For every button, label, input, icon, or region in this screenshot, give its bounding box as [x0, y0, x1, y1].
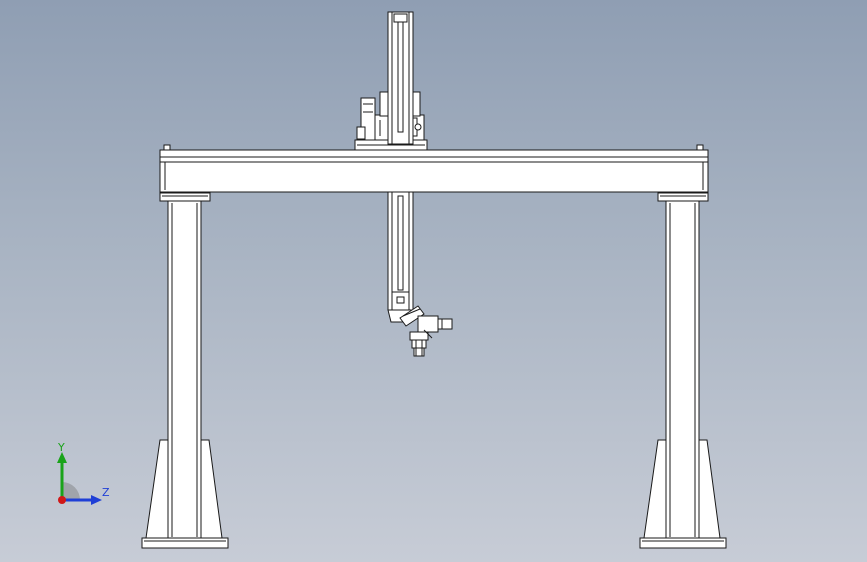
cross-beam: [159, 144, 709, 193]
gripper-head: [387, 305, 453, 357]
triad-graphic: [57, 452, 102, 505]
z-axis-arrowhead: [91, 495, 102, 505]
y-axis-arrowhead: [57, 452, 67, 463]
triad-plane-sector: [62, 482, 80, 500]
right-column: [657, 192, 709, 541]
left-base-gusset: [141, 439, 229, 549]
y-axis-label: Y: [58, 441, 65, 454]
z-axis-label: Z: [102, 486, 110, 499]
coordinate-triad: Y Z: [40, 438, 120, 518]
z-axis-column: [387, 11, 414, 311]
right-base-gusset: [639, 439, 727, 549]
left-column: [159, 192, 211, 541]
origin-dot: [58, 496, 66, 504]
